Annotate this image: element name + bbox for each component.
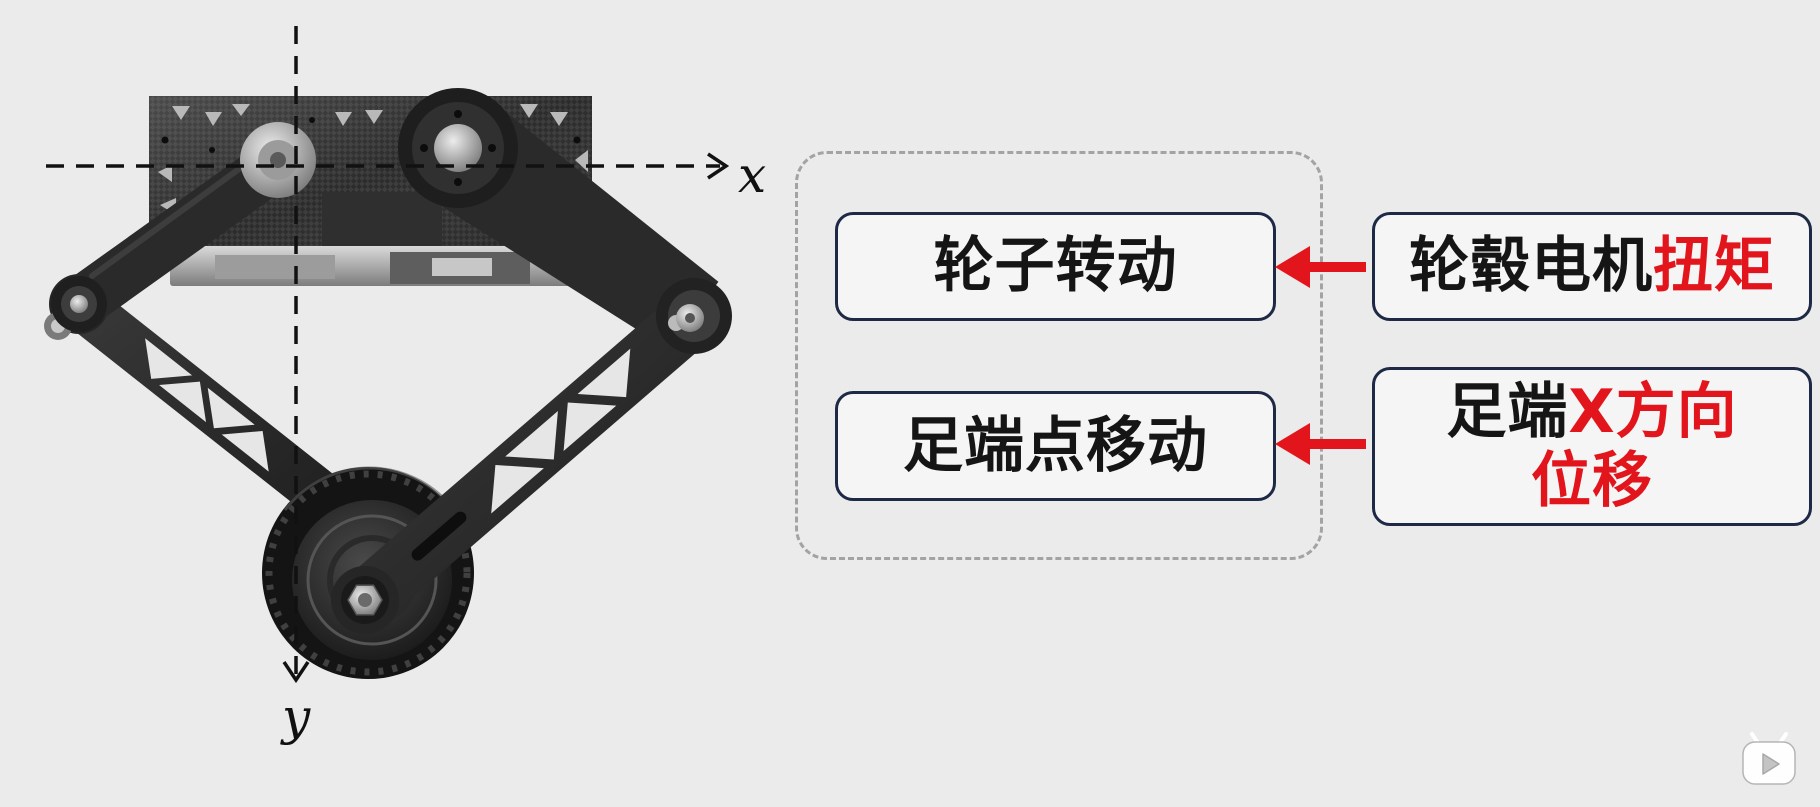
x-axis-label: x <box>738 146 766 204</box>
effect-box-foot-point-motion: 足端点移动 <box>835 391 1276 501</box>
left-link-cutouts <box>145 338 269 472</box>
cause-line: 轮毂电机扭矩 <box>1409 232 1775 301</box>
left-upper-link <box>56 122 316 328</box>
link-slot <box>411 511 467 561</box>
cause-line: 位移 <box>1531 445 1653 516</box>
arrow-left-icon <box>1275 246 1366 288</box>
cause-text-highlight: X方向 <box>1568 376 1738 447</box>
robot-leg-figure: x y <box>44 26 766 746</box>
cause-box-hub-motor-torque: 轮毂电机扭矩 <box>1372 212 1812 321</box>
aluminum-bracket <box>170 246 570 286</box>
cause-line: 足端X方向 <box>1446 376 1738 447</box>
right-link-cutouts <box>491 348 631 514</box>
y-axis-label: y <box>280 688 311 746</box>
arrow-left-icon <box>1275 423 1366 465</box>
tire-tread <box>265 470 471 676</box>
cause-text-highlight: 位移 <box>1531 445 1653 516</box>
effects-group-frame <box>795 151 1323 560</box>
y-axis-arrowhead <box>282 661 310 684</box>
x-axis-arrowhead <box>707 152 730 180</box>
right-knee-joint <box>656 278 732 354</box>
electronics <box>322 192 442 246</box>
coordinate-axes: x y <box>46 26 766 746</box>
cause-text: 足端 <box>1446 376 1569 447</box>
effect-box-wheel-rotation: 轮子转动 <box>835 212 1276 321</box>
effect-label: 足端点移动 <box>903 410 1208 481</box>
effect-label: 轮子转动 <box>933 231 1178 301</box>
cause-text: 轮毂电机 <box>1409 231 1653 301</box>
axle-nut <box>341 576 389 624</box>
bilibili-watermark-icon <box>1742 732 1796 785</box>
right-upper-link <box>398 88 719 351</box>
left-knee-joint <box>44 276 107 340</box>
cause-text-highlight: 扭矩 <box>1653 231 1775 301</box>
cause-box-foot-x-displacement: 足端X方向 位移 <box>1372 367 1812 526</box>
